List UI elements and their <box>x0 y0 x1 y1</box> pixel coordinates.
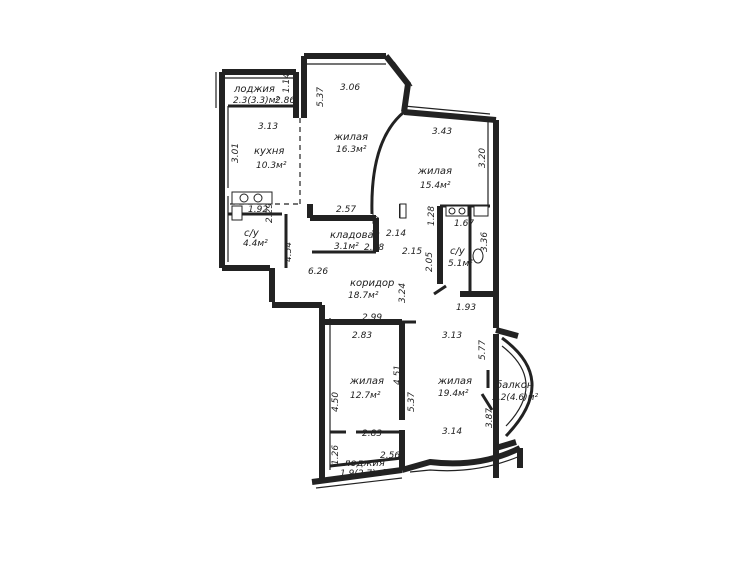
dimension-label: 2.05 <box>425 252 435 272</box>
outer-walls <box>219 53 523 485</box>
stove-burner-icon <box>239 193 249 203</box>
dimension-label: 2.83 <box>352 331 372 341</box>
stove-burner-icon <box>253 193 263 203</box>
dimension-label: 3.14 <box>442 427 462 437</box>
dimension-label: 3.20 <box>478 148 488 168</box>
room-area: 10.3м² <box>256 161 287 171</box>
dimension-label: 5.77 <box>478 340 488 360</box>
window-lines <box>215 61 521 489</box>
dimension-label: 4.51 <box>393 365 403 385</box>
dimension-label: 6.26 <box>308 267 328 277</box>
dimension-label: 1.92 <box>248 205 268 215</box>
room-area: 3.2(4.6)м² <box>492 393 538 403</box>
room-name: кухня <box>254 146 284 157</box>
dimension-label: 1.26 <box>331 445 341 465</box>
dimension-label: 4.50 <box>331 392 341 412</box>
balcony-outline <box>495 327 534 451</box>
dimension-label: 1.93 <box>456 303 476 313</box>
faucet-icon <box>448 207 456 215</box>
column <box>399 203 407 219</box>
room-name: жилая <box>417 166 452 177</box>
dimension-label: 2.28 <box>364 243 384 253</box>
room-name: коридор <box>350 278 394 289</box>
dimension-label: 2.57 <box>336 205 356 215</box>
toilet-icon <box>472 248 484 264</box>
room-area: 5.1м² <box>448 259 473 269</box>
dimension-label: 4.54 <box>284 242 294 262</box>
dimension-label: 3.06 <box>340 83 360 93</box>
dimension-labels: 1.14 2.86 3.13 3.01 5.37 3.06 3.43 3.20 … <box>231 73 495 465</box>
dimension-label: 3.13 <box>442 331 462 341</box>
dimension-label: 2.29 <box>265 203 275 223</box>
dimension-label: 2.56 <box>380 451 400 461</box>
room-area: 1.9(2.7)м² <box>340 469 386 479</box>
dimension-label: 5.37 <box>407 392 417 412</box>
room-area: 19.4м² <box>438 389 469 399</box>
dimension-label: 2.14 <box>386 229 406 239</box>
dimension-label: 3.36 <box>480 232 490 252</box>
dimension-label: 1.28 <box>427 206 437 226</box>
room-labels: лоджия 2.3(3.3)м² кухня 10.3м² жилая 16.… <box>233 84 538 479</box>
fixtures <box>231 191 489 264</box>
room-name: с/у <box>244 228 260 239</box>
room-name: с/у <box>450 246 466 257</box>
room-area: 16.3м² <box>336 145 367 155</box>
shower-icon <box>473 205 489 217</box>
dimension-label: 1.37 <box>372 214 382 234</box>
dimension-label: 3.01 <box>231 143 241 163</box>
faucet-icon <box>458 207 466 215</box>
room-name: балкон <box>496 379 534 391</box>
room-name: лоджия <box>343 458 385 469</box>
dimension-label: 2.99 <box>362 313 382 323</box>
room-area: 12.7м² <box>350 391 381 401</box>
room-name: жилая <box>333 132 368 143</box>
dimension-label: 5.37 <box>316 87 326 107</box>
dimension-label: 2.15 <box>402 247 422 257</box>
room-area: 3.1м² <box>334 242 359 252</box>
dimension-label: 3.13 <box>258 122 278 132</box>
room-area: 15.4м² <box>420 181 451 191</box>
room-name: кладовая <box>330 230 380 241</box>
sink-icon <box>231 205 243 221</box>
dimension-label: 3.43 <box>432 127 452 137</box>
kitchen-counter <box>231 191 273 205</box>
room-name: жилая <box>349 376 384 387</box>
room-name: лоджия <box>233 84 275 95</box>
dimension-label: 1.67 <box>454 219 474 229</box>
dimension-label: 3.24 <box>398 283 408 303</box>
room-area: 2.3(3.3)м² <box>233 96 279 106</box>
room-area: 18.7м² <box>348 291 379 301</box>
dimension-label: 2.83 <box>362 429 382 439</box>
room-area: 4.4м² <box>243 239 268 249</box>
bath-tub-icon <box>445 205 469 217</box>
room-name: жилая <box>437 376 472 387</box>
dimension-label: 2.86 <box>275 96 295 106</box>
dimension-label: 3.87 <box>485 408 495 428</box>
dimension-label: 1.14 <box>282 73 292 93</box>
